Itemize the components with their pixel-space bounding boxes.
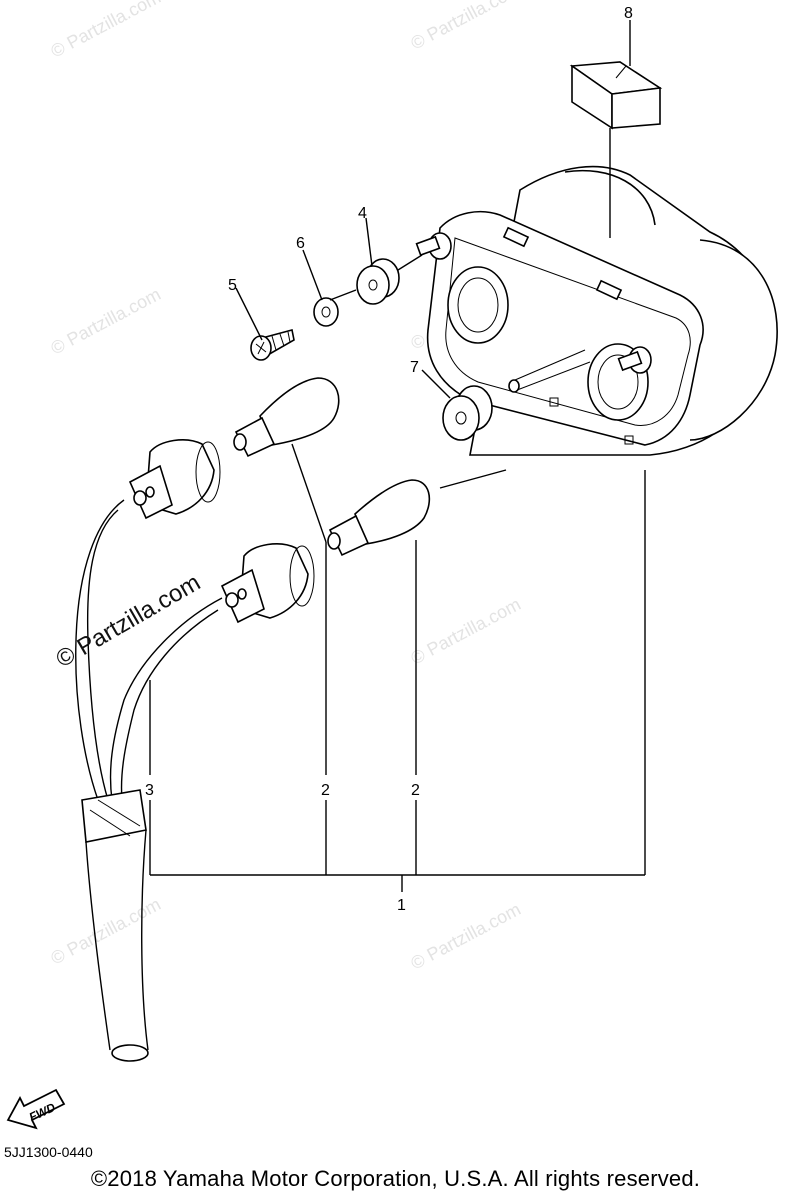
part-5-screw[interactable] xyxy=(250,329,295,361)
part-2-bulb-lower[interactable] xyxy=(327,479,431,557)
callout-8: 8 xyxy=(624,5,633,22)
part-8-block[interactable] xyxy=(569,61,663,130)
watermark-foreground: © Partzilla.com xyxy=(52,569,206,673)
part-4-grommet[interactable] xyxy=(356,258,400,305)
callout-5: 5 xyxy=(228,277,237,294)
watermark: © Partzilla.com xyxy=(47,0,163,62)
callout-2: 2 xyxy=(321,782,330,799)
callout-2: 2 xyxy=(411,782,420,799)
watermark: © Partzilla.com xyxy=(407,594,523,669)
part-1-housing[interactable] xyxy=(415,165,778,456)
callout-labels: 8 4 6 5 7 3 2 2 1 xyxy=(145,5,633,914)
part-2-bulb-upper[interactable] xyxy=(233,377,340,458)
callout-4: 4 xyxy=(358,205,367,222)
watermark: © Partzilla.com xyxy=(47,894,163,969)
fwd-arrow-icon: FWD xyxy=(6,1088,66,1130)
watermark: © Partzilla.com xyxy=(47,284,163,359)
leader-lines xyxy=(149,20,646,892)
callout-6: 6 xyxy=(296,235,305,252)
part-3-socket-harness[interactable] xyxy=(75,439,315,1062)
part-7-grommet[interactable] xyxy=(442,385,493,441)
diagram-code: 5JJ1300-0440 xyxy=(4,1144,93,1160)
callout-1: 1 xyxy=(397,897,406,914)
watermark: © Partzilla.com xyxy=(407,0,523,54)
callout-7: 7 xyxy=(410,359,419,376)
callout-3: 3 xyxy=(145,782,154,799)
watermark: © Partzilla.com xyxy=(407,899,523,974)
copyright-notice: ©2018 Yamaha Motor Corporation, U.S.A. A… xyxy=(90,1166,701,1191)
part-6-washer[interactable] xyxy=(313,297,339,327)
